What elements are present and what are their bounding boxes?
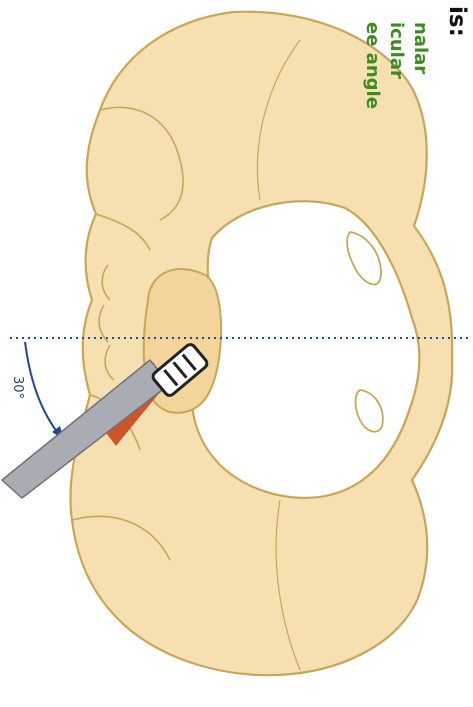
angle-arc [25,342,60,436]
option-3: ee angle [360,22,384,109]
option-1: nalar [408,22,432,74]
heading-fragment: is: [444,6,470,37]
option-2: icular [384,22,408,79]
angle-label: 30° [10,376,25,399]
